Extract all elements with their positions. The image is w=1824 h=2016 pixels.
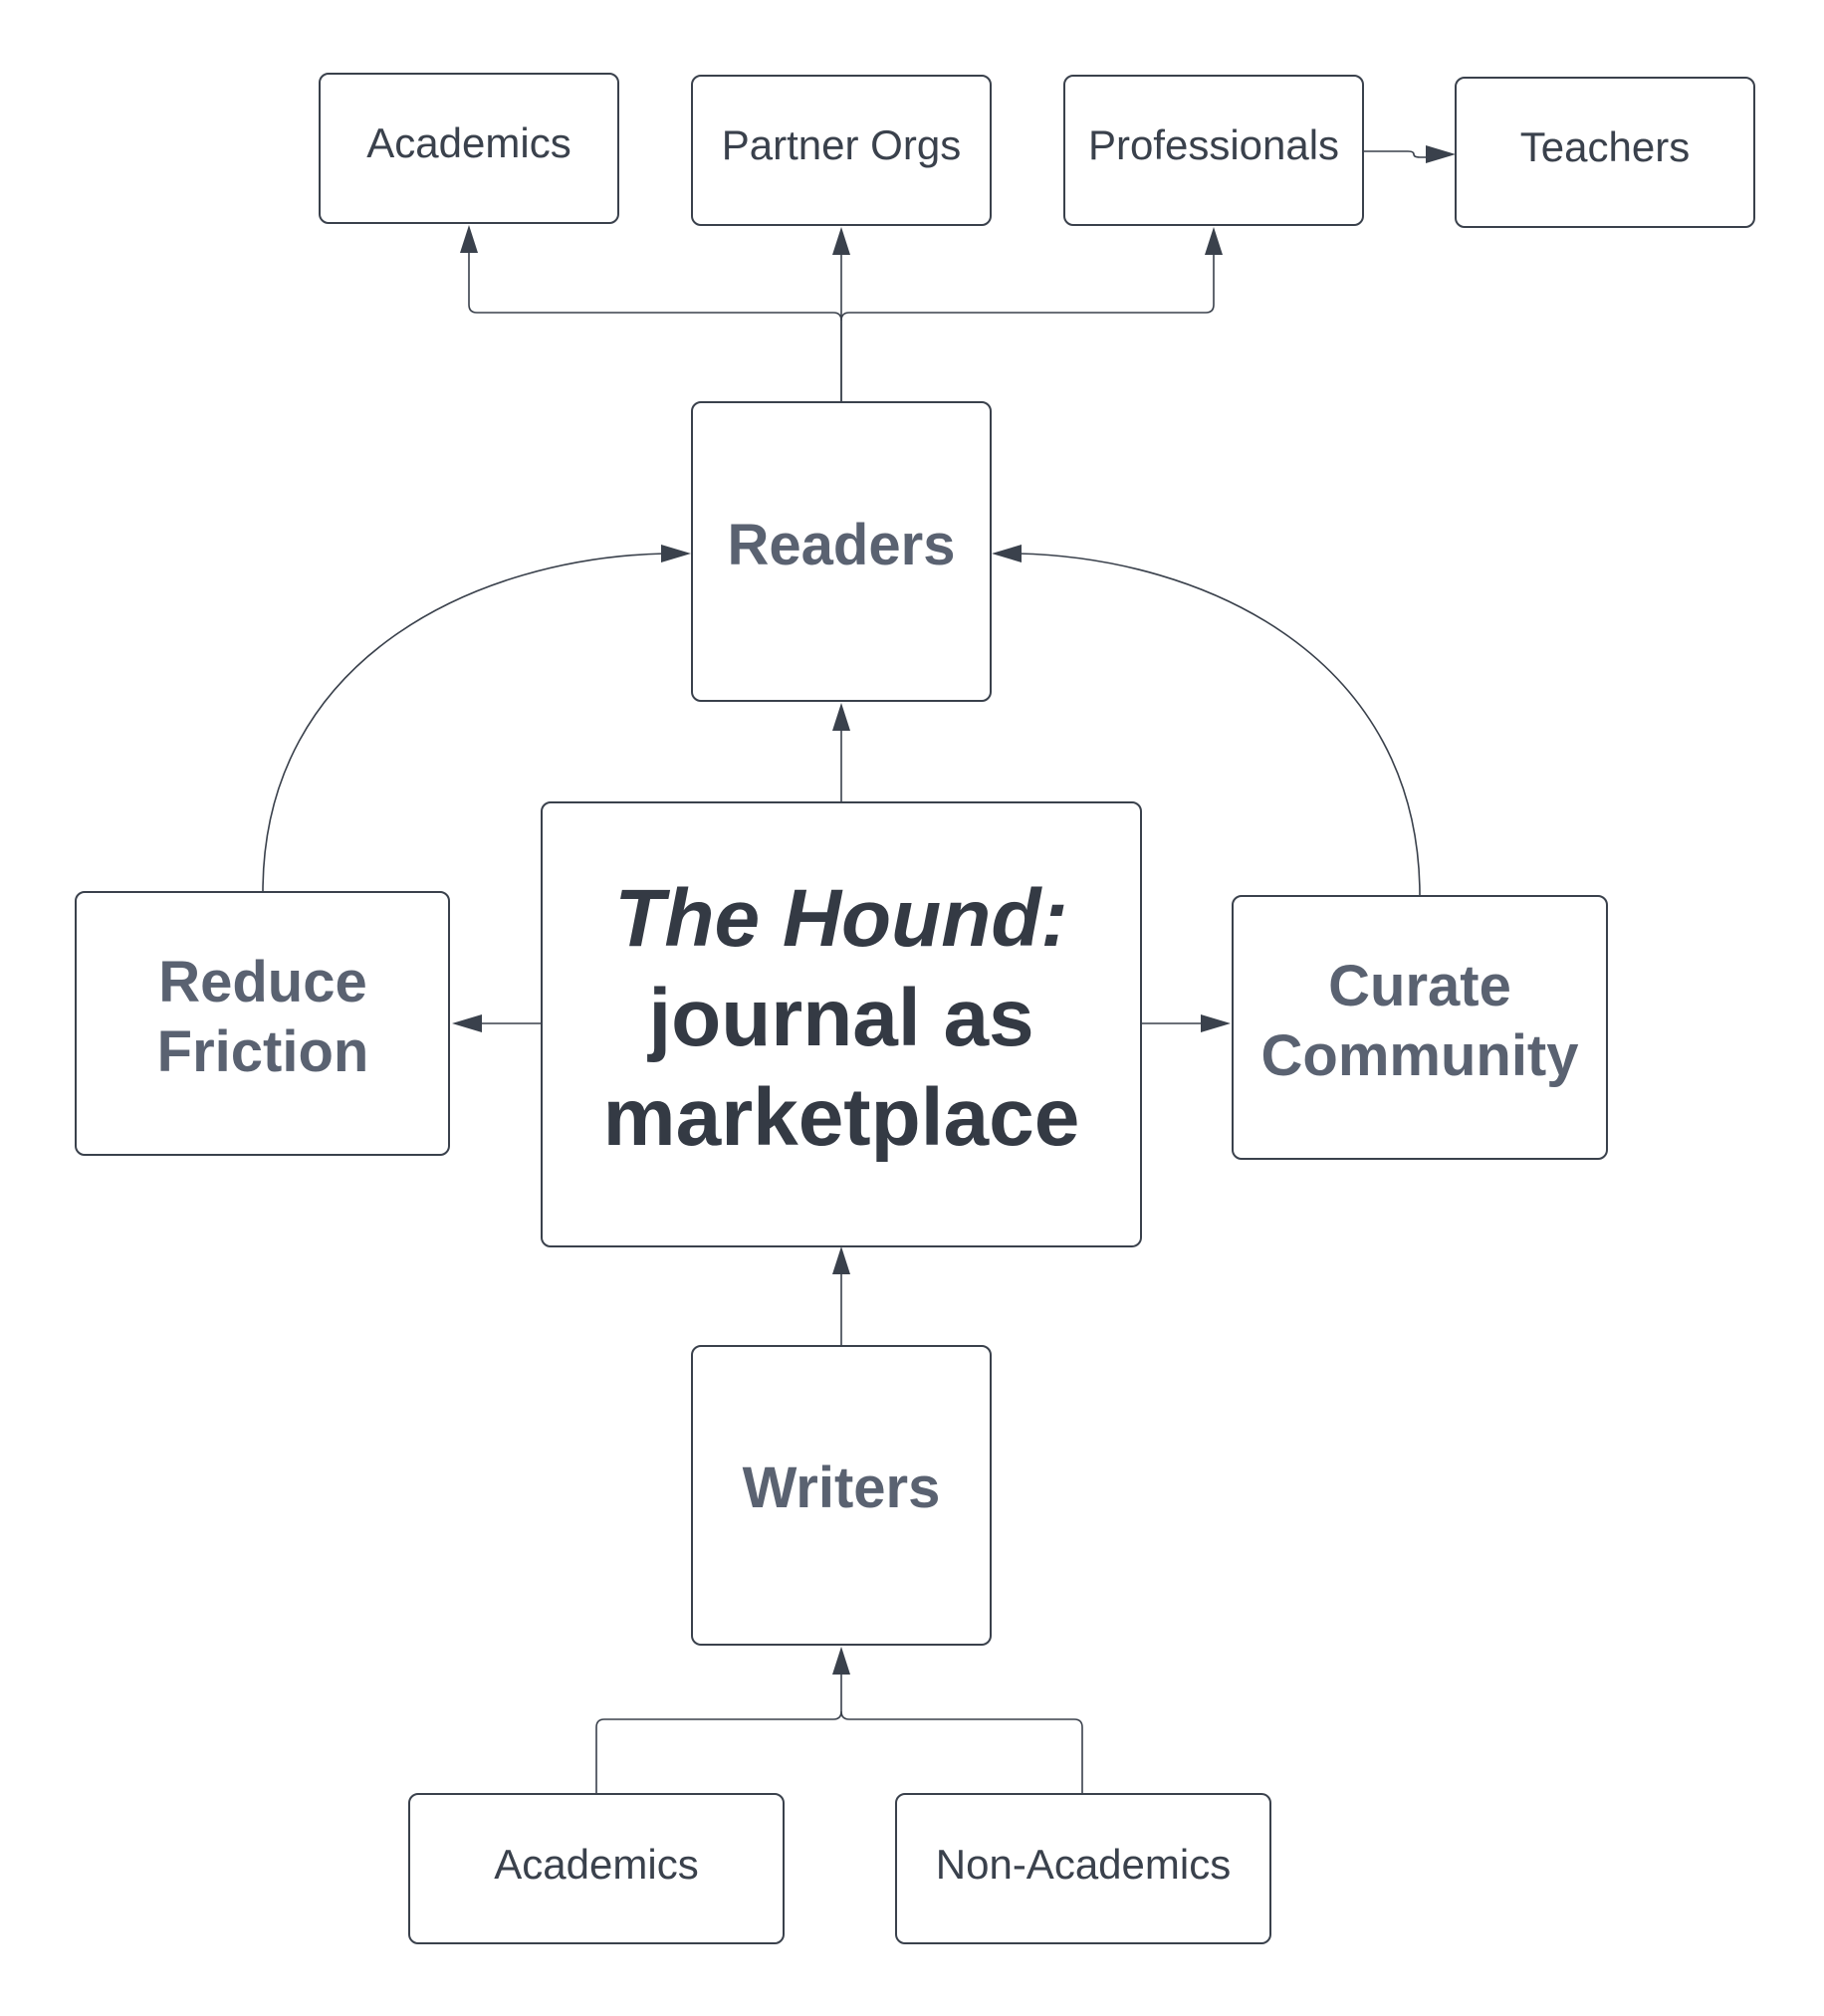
arrowhead-partner-orgs	[832, 227, 850, 255]
arrowhead-writers-bottom	[832, 1647, 850, 1675]
node-readers: Readers	[691, 401, 992, 702]
node-box	[1232, 895, 1608, 1160]
arrowhead-readers-left	[661, 545, 691, 562]
node-label: Teachers	[1520, 123, 1690, 170]
arrowhead-readers-right	[992, 545, 1022, 562]
node-label: Professionals	[1088, 121, 1339, 168]
node-box	[541, 801, 1142, 1247]
node-box	[1063, 75, 1364, 226]
arrowhead-curate-community	[1201, 1014, 1231, 1032]
node-label: Writers	[743, 1456, 941, 1520]
edge-readers-to-academics	[468, 251, 842, 402]
arrowhead-reduce-friction	[452, 1014, 482, 1032]
node-label-line2: Friction	[157, 1019, 369, 1084]
node-label-line1: Curate	[1328, 954, 1511, 1018]
node-label-line1: The Hound:	[614, 873, 1067, 964]
node-box	[895, 1793, 1271, 1944]
node-curate-community: Curate Community	[1232, 895, 1608, 1160]
edge-professionals-to-teachers	[1364, 150, 1428, 158]
arrowhead-professionals	[1205, 227, 1223, 255]
node-box	[691, 1345, 992, 1646]
arrowhead-center-bottom	[832, 1246, 850, 1274]
node-label: Academics	[366, 119, 570, 166]
node-box	[75, 891, 450, 1156]
node-label-line2: journal as	[646, 973, 1033, 1063]
edge-non-academics-to-writers	[840, 1710, 1083, 1794]
node-non-academics: Non-Academics	[895, 1793, 1271, 1944]
edge-academics-bottom-to-writers	[595, 1675, 842, 1794]
node-label: Academics	[494, 1841, 698, 1888]
node-partner-orgs: Partner Orgs	[691, 75, 992, 226]
node-reduce-friction: Reduce Friction	[75, 891, 450, 1156]
node-professionals: Professionals	[1063, 75, 1364, 226]
arrowhead-readers-bottom	[832, 703, 850, 731]
node-center-journal-as-marketplace: The Hound: journal as marketplace	[541, 801, 1142, 1247]
node-label: Readers	[728, 513, 956, 577]
node-box	[691, 401, 992, 702]
edge-readers-to-professionals	[840, 253, 1215, 322]
node-label-line1: Reduce	[158, 950, 367, 1014]
node-box	[408, 1793, 785, 1944]
node-box	[1455, 77, 1755, 228]
node-box	[691, 75, 992, 226]
arrowhead-academics-top	[460, 225, 478, 253]
node-teachers: Teachers	[1455, 77, 1755, 228]
node-box	[319, 73, 619, 224]
node-writers: Writers	[691, 1345, 992, 1646]
node-label: Partner Orgs	[722, 121, 961, 168]
edge-curate-community-to-readers	[1017, 553, 1421, 897]
edges	[262, 145, 1456, 1794]
arrowhead-teachers	[1426, 145, 1456, 163]
node-label-line3: marketplace	[603, 1072, 1080, 1163]
node-academics-bottom: Academics	[408, 1793, 785, 1944]
nodes: Academics Partner Orgs Professionals Tea…	[75, 73, 1755, 1944]
node-label: Non-Academics	[936, 1841, 1231, 1888]
node-label-line2: Community	[1261, 1023, 1579, 1088]
edge-reduce-friction-to-readers	[262, 553, 666, 893]
node-academics-top: Academics	[319, 73, 619, 224]
